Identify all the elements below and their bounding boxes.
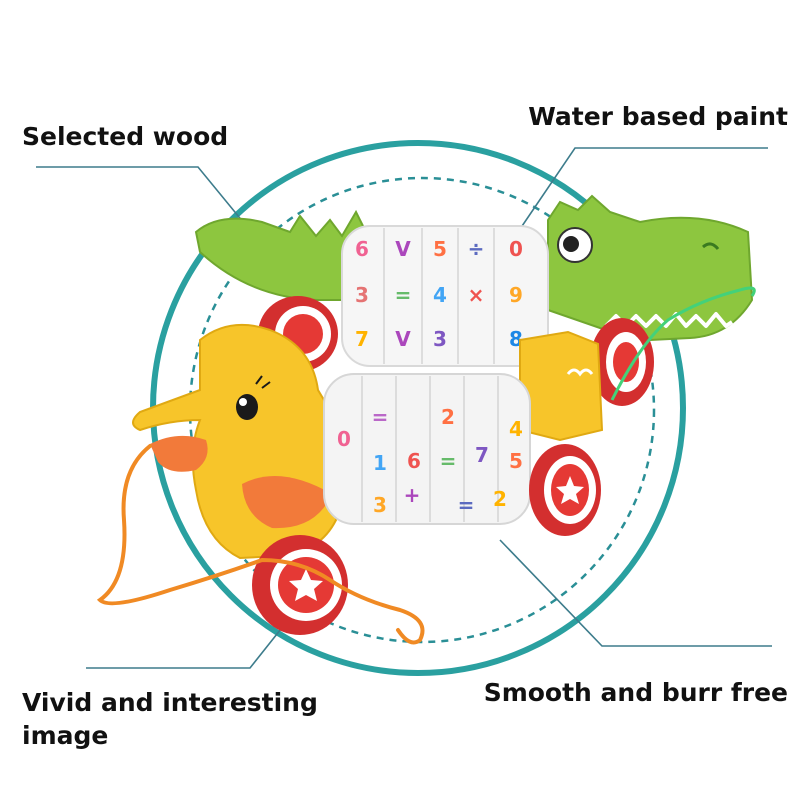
duck-symbol: 3 [373,493,387,517]
crocodile-toy: 6 V 5 ÷ 0 3 = 4 × 9 7 V 3 8 [194,194,756,406]
duck-beak [150,435,208,472]
croc-symbol: ÷ [468,237,485,261]
callout-vivid-image: Vivid and interesting image [22,686,318,752]
croc-symbol: 3 [355,283,369,307]
crocodile-pupil [563,236,579,252]
duck-symbol: 5 [509,449,523,473]
croc-symbol: 4 [433,283,447,307]
croc-symbol: = [395,283,412,307]
duck-eye [236,394,258,420]
duck-cylinder [323,373,531,525]
duck-toy: 0 = 2 4 1 6 = 7 5 + 3 = 2 [96,323,604,645]
duck-wheel-front [252,535,348,635]
duck-pull-string [96,444,425,645]
duck-symbol: = [458,493,475,517]
croc-symbol: 9 [509,283,523,307]
croc-symbol: 6 [355,237,369,261]
callout-vivid-image-line1: Vivid and interesting [22,688,318,717]
duck-symbol: 7 [475,443,489,467]
callout-line-bottom-right [499,539,772,647]
callout-water-based-paint: Water based paint [528,102,788,131]
callout-line-top-right [517,147,768,233]
crocodile-tail [194,209,372,301]
croc-symbol: 5 [433,237,447,261]
callout-smooth-burr-free: Smooth and burr free [483,678,788,707]
callout-vivid-image-line2: image [22,721,109,750]
duck-tail-wave [566,368,594,377]
duck-symbol: 2 [441,405,455,429]
duck-tail [519,330,604,442]
croc-symbol: V [395,327,411,351]
duck-eye-highlight [239,398,247,406]
duck-symbol: 0 [337,427,351,451]
crocodile-pull-string [610,286,756,401]
duck-wing [242,476,332,529]
duck-symbol: 2 [493,487,507,511]
duck-symbol: + [404,483,421,507]
callout-selected-wood: Selected wood [22,122,229,151]
duck-symbol: = [372,405,389,429]
duck-eyelash [255,375,271,389]
duck-symbol: 4 [509,417,523,441]
crocodile-nostril [702,242,720,250]
croc-symbol: × [468,283,485,307]
duck-symbol: 6 [407,449,421,473]
duck-symbol: = [440,449,457,473]
duck-cylinder-dividers [361,376,499,522]
croc-symbol: V [395,237,411,261]
duck-wheel-back [529,444,601,536]
crocodile-cylinder [341,225,549,367]
crocodile-wheel-right [590,318,654,406]
crocodile-cylinder-dividers [383,228,495,364]
duck-symbol: 1 [373,451,387,475]
croc-symbol: 0 [509,237,523,261]
croc-symbol: 3 [433,327,447,351]
croc-symbol: 7 [355,327,369,351]
